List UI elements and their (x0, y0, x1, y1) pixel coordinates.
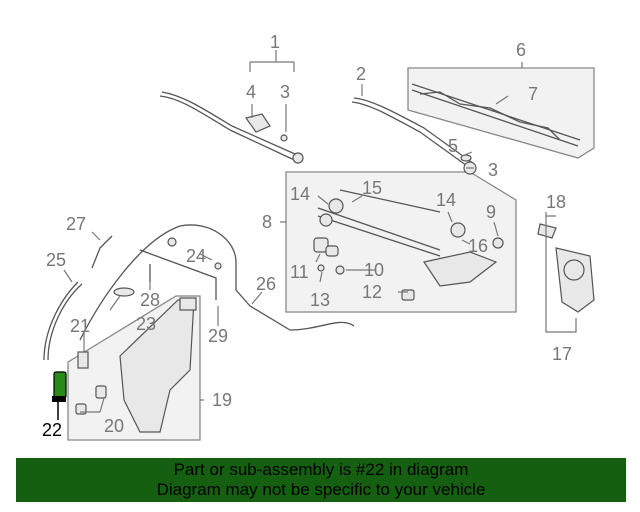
banner-line-part: Part or sub-assembly is #22 in diagram (173, 460, 469, 479)
wiper-arm-driver (159, 91, 304, 164)
callout-1[interactable]: 1 (270, 32, 280, 52)
callout-21[interactable]: 21 (70, 316, 90, 336)
callout-24[interactable]: 24 (186, 246, 206, 266)
callout-28[interactable]: 28 (140, 290, 160, 310)
callout-18[interactable]: 18 (546, 192, 566, 212)
callout-2[interactable]: 2 (356, 64, 366, 84)
callout-14-left[interactable]: 14 (290, 184, 310, 204)
callout-20[interactable]: 20 (104, 416, 124, 436)
washer-reservoir (75, 297, 197, 433)
callout-17[interactable]: 17 (552, 344, 572, 364)
callout-13[interactable]: 13 (310, 290, 330, 310)
callout-15[interactable]: 15 (362, 178, 382, 198)
callout-7[interactable]: 7 (528, 84, 538, 104)
leader-lines (57, 50, 577, 420)
callout-9[interactable]: 9 (486, 202, 496, 222)
callout-5[interactable]: 5 (448, 136, 458, 156)
callout-12[interactable]: 12 (362, 282, 382, 302)
callout-27[interactable]: 27 (66, 214, 86, 234)
callout-25[interactable]: 25 (46, 250, 66, 270)
wiper-linkage (313, 189, 504, 301)
callout-4[interactable]: 4 (246, 82, 256, 102)
wiper-motor (537, 223, 595, 313)
callout-29[interactable]: 29 (208, 326, 228, 346)
callout-14-right[interactable]: 14 (436, 190, 456, 210)
wiper-blade (411, 83, 581, 147)
callout-6[interactable]: 6 (516, 40, 526, 60)
washer-pump-highlighted (52, 371, 67, 402)
callout-11[interactable]: 11 (290, 262, 309, 282)
wiper-arm-passenger (351, 97, 477, 175)
callout-10[interactable]: 10 (364, 260, 384, 280)
callout-19[interactable]: 19 (212, 390, 232, 410)
callout-22-highlighted[interactable]: 22 (42, 420, 62, 440)
callout-23[interactable]: 23 (136, 314, 156, 334)
callout-8[interactable]: 8 (262, 212, 272, 232)
callout-3-arm2[interactable]: 3 (488, 160, 498, 180)
info-banner: Part or sub-assembly is #22 in diagram D… (16, 458, 626, 502)
banner-line-disclaimer: Diagram may not be specific to your vehi… (156, 480, 486, 499)
callout-26[interactable]: 26 (256, 274, 276, 294)
callout-3-arm[interactable]: 3 (280, 82, 290, 102)
callout-16[interactable]: 16 (468, 236, 488, 256)
washer-hoses (43, 224, 355, 369)
